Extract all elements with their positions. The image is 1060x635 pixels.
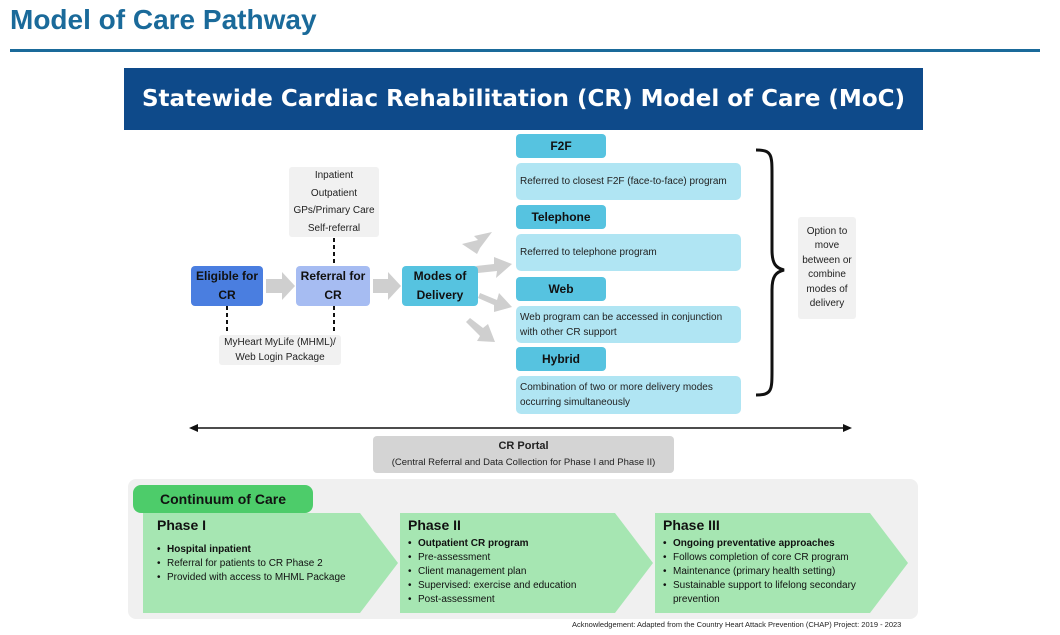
node-eligible-line-2: CR: [218, 288, 236, 302]
phase-1-list: Hospital inpatient Referral for patients…: [157, 543, 377, 585]
phase-3-item: Ongoing preventative approaches: [663, 537, 868, 551]
mode-desc-telephone-line-1: Referred to telephone program: [520, 247, 657, 258]
option-line-2: move: [814, 240, 840, 251]
referral-source-outpatient: Outpatient: [310, 187, 358, 199]
phase-3-title: Phase III: [663, 517, 720, 533]
phase-2-content: Phase II Outpatient CR program Pre-asses…: [408, 517, 630, 607]
phase-3-list: Ongoing preventative approaches Follows …: [663, 537, 868, 607]
phase-1-item: Referral for patients to CR Phase 2: [157, 557, 377, 571]
phase-2-title: Phase II: [408, 517, 461, 533]
mode-label-telephone: Telephone: [531, 210, 591, 224]
mode-label-hybrid: Hybrid: [541, 352, 580, 366]
phase-1-title: Phase I: [157, 517, 207, 533]
page-title: Model of Care Pathway: [10, 4, 317, 35]
mode-label-f2f: F2F: [550, 139, 572, 153]
continuum-of-care-tab: Continuum of Care: [133, 485, 313, 513]
curly-brace: [755, 148, 785, 397]
node-modes-of-delivery: Modes of Delivery: [402, 266, 478, 306]
phase-2-item: Pre-assessment: [408, 551, 630, 565]
acknowledgement: Acknowledgement: Adapted from the Countr…: [572, 620, 902, 629]
node-eligible-line-1: Eligible for: [195, 269, 258, 283]
flow-arrow-referral-to-modes: [373, 272, 401, 300]
phase-2-item: Supervised: exercise and education: [408, 579, 630, 593]
mode-desc-f2f-line-1: Referred to closest F2F (face-to-face) p…: [520, 176, 727, 187]
mode-desc-hybrid: Combination of two or more delivery mode…: [516, 376, 741, 414]
phase-2-item: Client management plan: [408, 565, 630, 579]
mode-tab-telephone: Telephone: [516, 205, 606, 229]
fan-arrow-down-far: [466, 318, 495, 342]
phase-1-item: Hospital inpatient: [157, 543, 377, 557]
mode-desc-f2f: Referred to closest F2F (face-to-face) p…: [516, 163, 741, 200]
referral-source-inpatient: Inpatient: [314, 170, 354, 181]
referral-sources-box: Inpatient Outpatient GPs/Primary Care Se…: [289, 167, 379, 237]
fan-arrow-up-far: [462, 232, 492, 254]
timeline-arrowhead-right: [843, 424, 852, 432]
phase-3-item: Follows completion of core CR program: [663, 551, 868, 565]
cr-portal-subtitle: (Central Referral and Data Collection fo…: [391, 457, 656, 468]
phase-3-item: Sustainable support to lifelong secondar…: [663, 579, 868, 607]
mode-desc-hybrid-line-2: occurring simultaneously: [520, 397, 631, 408]
mode-desc-telephone: Referred to telephone program: [516, 234, 741, 271]
banner-title: Statewide Cardiac Rehabilitation (CR) Mo…: [141, 86, 906, 112]
mode-desc-web: Web program can be accessed in conjuncti…: [516, 306, 741, 343]
phase-1-content: Phase I Hospital inpatient Referral for …: [157, 517, 377, 585]
option-line-6: delivery: [809, 298, 845, 309]
mode-tab-hybrid: Hybrid: [516, 347, 606, 371]
mode-label-web: Web: [548, 282, 574, 296]
referral-source-self: Self-referral: [307, 222, 361, 234]
mode-desc-web-line-2: with other CR support: [520, 326, 617, 338]
referral-source-gp: GPs/Primary Care: [293, 205, 375, 216]
continuum-label: Continuum of Care: [160, 491, 286, 507]
option-line-3: between or: [802, 254, 852, 266]
option-line-1: Option to: [806, 225, 848, 237]
phase-2-list: Outpatient CR program Pre-assessment Cli…: [408, 537, 630, 607]
diagram-banner: Statewide Cardiac Rehabilitation (CR) Mo…: [124, 68, 923, 130]
node-modes-line-1: Modes of: [413, 269, 467, 283]
node-referral-line-2: CR: [324, 288, 342, 302]
option-note-box: Option to move between or combine modes …: [798, 217, 856, 319]
node-modes-line-2: Delivery: [416, 288, 464, 302]
mode-tab-f2f: F2F: [516, 134, 606, 158]
phase-3-item: Maintenance (primary health setting): [663, 565, 868, 579]
option-line-5: modes of: [806, 283, 848, 295]
phase-2-item: Post-assessment: [408, 593, 630, 607]
mode-tab-web: Web: [516, 277, 606, 301]
title-divider: [10, 49, 1040, 52]
node-referral-line-1: Referral for: [300, 269, 366, 283]
mhml-line-1: MyHeart MyLife (MHML)/: [224, 337, 336, 348]
timeline-arrowhead-left: [189, 424, 198, 432]
mode-desc-hybrid-line-1: Combination of two or more delivery mode…: [520, 382, 713, 393]
fan-arrow-up-near: [476, 257, 512, 278]
phase-3-content: Phase III Ongoing preventative approache…: [663, 517, 868, 607]
option-line-4: combine: [808, 269, 846, 280]
phase-1-item: Provided with access to MHML Package: [157, 571, 377, 585]
mhml-package-box: MyHeart MyLife (MHML)/ Web Login Package: [219, 335, 341, 365]
flow-arrow-eligible-to-referral: [266, 272, 295, 300]
mode-desc-web-line-1: Web program can be accessed in conjuncti…: [520, 311, 723, 323]
fan-arrow-down-near: [478, 293, 512, 312]
cr-portal-title: CR Portal: [498, 440, 549, 452]
mhml-line-2: Web Login Package: [235, 352, 325, 363]
phase-2-item: Outpatient CR program: [408, 537, 630, 551]
cr-portal-box: CR Portal (Central Referral and Data Col…: [373, 436, 674, 473]
